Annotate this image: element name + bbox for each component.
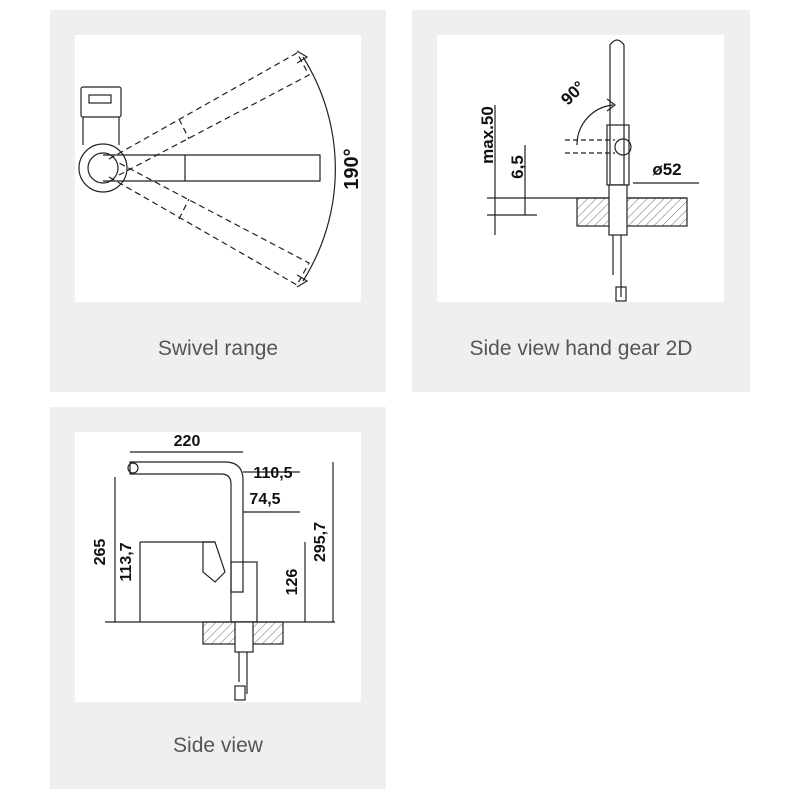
spout-vertical <box>609 39 625 186</box>
spout <box>129 461 244 593</box>
aerator <box>127 462 139 474</box>
card-swivel-range: 190° Swivel range <box>50 10 386 392</box>
counter-top <box>576 197 688 227</box>
diameter-label: ø52 <box>652 160 681 179</box>
max-height-label: 295,7 <box>312 522 329 562</box>
side-view-drawing: 220 110,5 74,5 265 113,7 126 295,7 <box>75 432 361 702</box>
spout-lower-position <box>108 162 310 286</box>
caption-side-view-hand-gear: Side view hand gear 2D <box>469 337 693 360</box>
mount-shank <box>234 621 254 653</box>
spout-upper-position <box>108 52 310 176</box>
base-outer-circle <box>78 143 128 193</box>
total-height-label: 265 <box>92 539 109 566</box>
hose-end <box>234 685 246 701</box>
swivel-arc <box>302 56 336 282</box>
supply-hoses <box>238 652 248 694</box>
supply-hoses <box>612 235 622 297</box>
lever-arc-arrow <box>606 98 616 112</box>
caption-swivel-range: Swivel range <box>157 337 279 360</box>
hand-gear-svg: max.50 6,5 90° ø52 <box>478 39 699 302</box>
lever-slot <box>88 94 112 104</box>
handle-dashed <box>565 139 615 154</box>
base-inner-circle <box>87 152 119 184</box>
handle <box>202 541 226 583</box>
hand-gear-drawing: max.50 6,5 90° ø52 <box>437 35 724 302</box>
card-side-view: 220 110,5 74,5 265 113,7 126 295,7 Side … <box>50 407 386 789</box>
lever-offset-label: 74,5 <box>249 491 280 508</box>
max-height-label: max.50 <box>478 106 497 164</box>
spout-center <box>103 154 321 182</box>
caption-side-view: Side view <box>173 734 263 757</box>
handle-joint <box>614 138 632 156</box>
offset-label: 6,5 <box>508 155 527 179</box>
swivel-range-svg: 190° <box>78 50 361 288</box>
lever-box <box>80 86 122 118</box>
hose-end <box>615 286 627 302</box>
handle-height-label: 113,7 <box>118 542 135 581</box>
mount-shank <box>608 184 628 236</box>
lever-arc <box>576 104 614 146</box>
arc-arrow-top <box>296 50 309 64</box>
swivel-range-drawing: 190° <box>75 35 361 302</box>
reach-label: 220 <box>174 433 201 450</box>
lever-body <box>82 117 120 145</box>
base-height-label: 126 <box>284 569 301 596</box>
swivel-angle-label: 190° <box>341 148 361 189</box>
spout-height-label: 110,5 <box>253 465 292 482</box>
arc-arrow-bottom <box>296 274 309 288</box>
angle-label: 90° <box>557 77 589 109</box>
card-side-view-hand-gear: max.50 6,5 90° ø52 Side view hand gear 2… <box>412 10 750 392</box>
side-view-svg: 220 110,5 74,5 265 113,7 126 295,7 <box>92 433 335 701</box>
